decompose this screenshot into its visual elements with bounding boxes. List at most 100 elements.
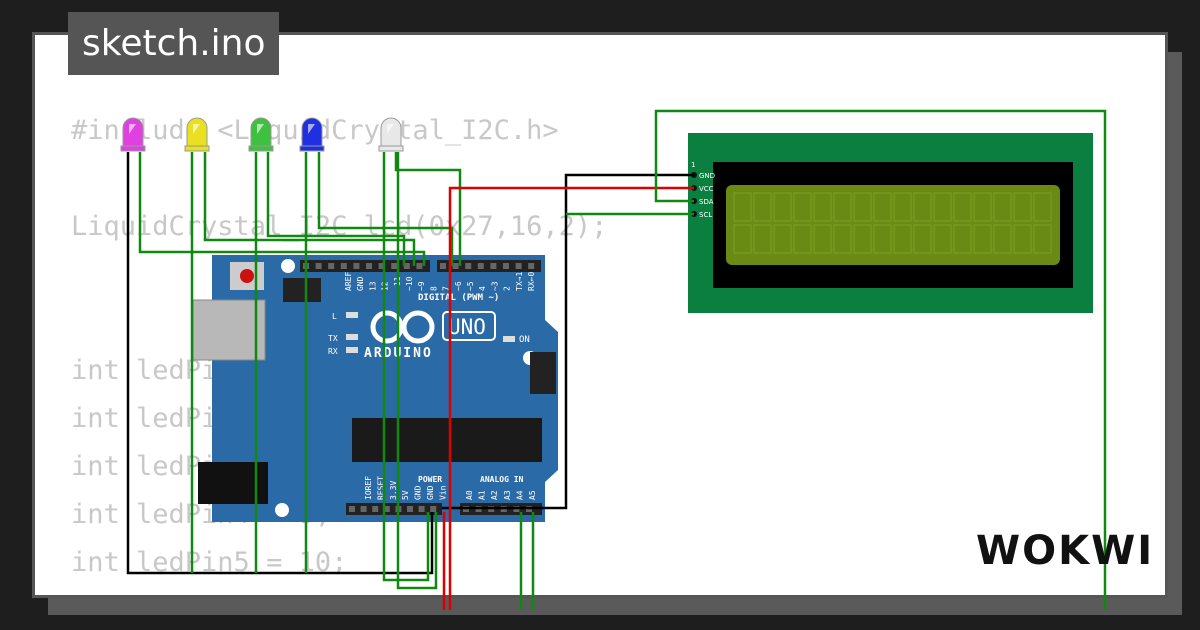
arduino-logo-left [370,310,404,344]
led-body [301,117,323,149]
lcd-module[interactable]: 1 GND VCC SDA SCL [688,133,1093,313]
pin-label: 13 [368,281,377,291]
analog-label: ANALOG IN [480,475,524,484]
header-pin[interactable] [349,506,355,512]
power-jack [198,462,268,504]
icsp-header [283,278,321,302]
lcd-char-cell [993,192,1012,222]
header-pin[interactable] [465,263,472,269]
pin-label: A2 [490,490,499,500]
tx-led [346,334,358,340]
power-label: POWER [418,475,442,484]
header-pin[interactable] [403,263,410,269]
header-pin[interactable] [430,506,437,512]
led-rim [299,145,325,152]
header-pin[interactable] [490,263,497,269]
header-pin[interactable] [315,263,322,269]
icsp-header-2 [530,352,556,394]
pin-label: ~5 [466,281,475,291]
lcd-char-cell [893,224,912,254]
led-rim [378,145,404,152]
wire-led3-anode[interactable] [266,152,406,266]
digital-header-right [437,260,541,272]
pin-label: RESET [376,476,385,500]
lcd-pin-label: GND [699,172,715,180]
wire-lcd-sda[interactable] [654,109,1107,610]
arduino-uno-board[interactable]: L TX RX ON ARDUINO UNO DIGITAL (PWM ~) P… [192,255,558,522]
lcd-char-cell [1013,192,1032,222]
wire-led1-cathode[interactable] [126,152,434,575]
led-green[interactable] [248,117,274,152]
header-pin[interactable] [372,506,379,512]
pin-label: 2 [503,286,512,291]
lcd-char-cell [833,224,852,254]
file-tab[interactable]: sketch.ino [68,12,280,75]
header-pin[interactable] [366,263,372,269]
header-pin[interactable] [383,506,390,512]
led-highlight [387,124,394,134]
led-blue[interactable] [299,117,325,152]
header-pin[interactable] [452,263,459,269]
pin-label: 7 [442,286,451,291]
lcd-char-cell [933,192,952,222]
pin-label: ~3 [490,281,499,291]
mount-hole [275,503,289,517]
header-pin[interactable] [515,263,522,269]
wire-led2-anode[interactable] [203,152,416,266]
rx-label: RX [328,347,338,356]
pin-label: A1 [478,490,487,500]
header-pin[interactable] [353,263,360,269]
lcd-char-cell [733,192,752,222]
wire-led5-cathode[interactable] [382,152,430,582]
led-white[interactable] [378,117,404,152]
header-pin[interactable] [407,506,413,512]
header-pin[interactable] [360,506,367,512]
wires [126,109,1107,610]
pin-label: AREF [344,272,353,291]
header-pin[interactable] [477,263,484,269]
lcd-char-cell [953,224,972,254]
wire-led4-anode[interactable] [317,152,454,266]
wire-led5-anode[interactable] [394,152,462,266]
status-leds: L TX RX ON [328,312,530,356]
lcd-screen [726,185,1060,265]
header-pin[interactable] [528,263,535,269]
uno-model: UNO [448,315,486,339]
pin-label: IOREF [364,476,373,500]
header-pin[interactable] [328,263,335,269]
wire-led1-anode[interactable] [138,152,426,266]
pin-label: A4 [515,490,524,500]
lcd-char-cell [813,224,832,254]
header-pin[interactable] [503,263,509,269]
reset-button-cap[interactable] [240,269,254,283]
lcd-char-cell [793,192,812,222]
on-label: ON [519,335,530,345]
led-yellow[interactable] [184,117,210,152]
led-magenta[interactable] [120,117,146,152]
wire-gnd-return[interactable] [396,152,438,590]
lcd-char-cell [833,192,852,222]
led-highlight [129,124,136,134]
wire-lcd-gnd[interactable] [442,173,694,510]
header-pin[interactable] [378,263,385,269]
pin-label: A3 [503,490,512,500]
wokwi-logo: WOKWI [976,528,1155,574]
header-pin[interactable] [340,263,347,269]
lcd-char-cell [913,224,932,254]
lcd-char-cell [853,192,872,222]
pin-label: A0 [465,490,474,500]
pin-label: GND [414,485,423,500]
header-pin[interactable] [416,263,423,269]
pin-label: 4 [478,286,487,291]
pin-label: 8 [429,286,438,291]
led-highlight [193,124,200,134]
uno-badge [442,311,496,341]
wire-lcd-vcc[interactable] [448,186,694,610]
lcd-char-cell [1033,192,1052,222]
header-pin[interactable] [418,506,425,512]
header-pin[interactable] [391,263,398,269]
pin-label: GND [426,485,435,500]
header-pin[interactable] [440,263,446,269]
led-rim [248,145,274,152]
